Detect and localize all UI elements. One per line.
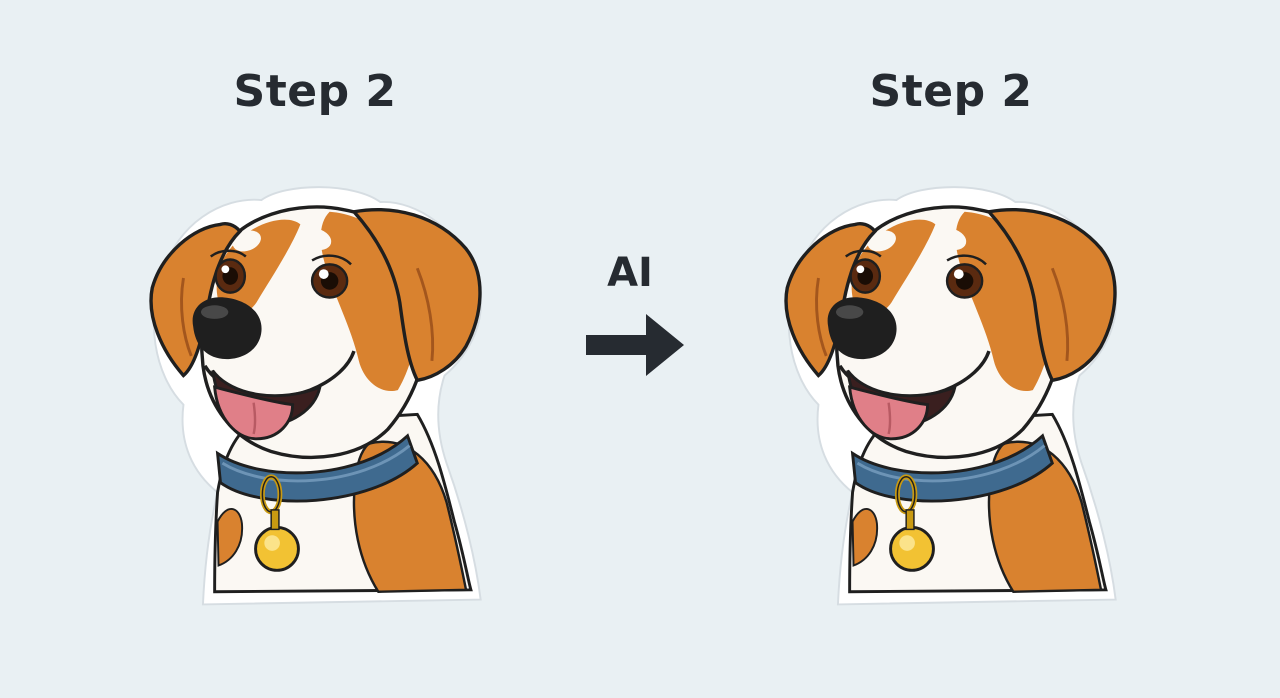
dog-sticker-right <box>760 170 1140 615</box>
ai-label: AI <box>607 250 653 296</box>
dog-sticker-left <box>125 170 505 615</box>
step-title-left: Step 2 <box>233 66 397 117</box>
dog-sticker-icon <box>125 170 505 615</box>
right-arrow-icon <box>586 314 684 376</box>
dog-sticker-icon <box>760 170 1140 615</box>
step-title-right: Step 2 <box>869 66 1033 117</box>
